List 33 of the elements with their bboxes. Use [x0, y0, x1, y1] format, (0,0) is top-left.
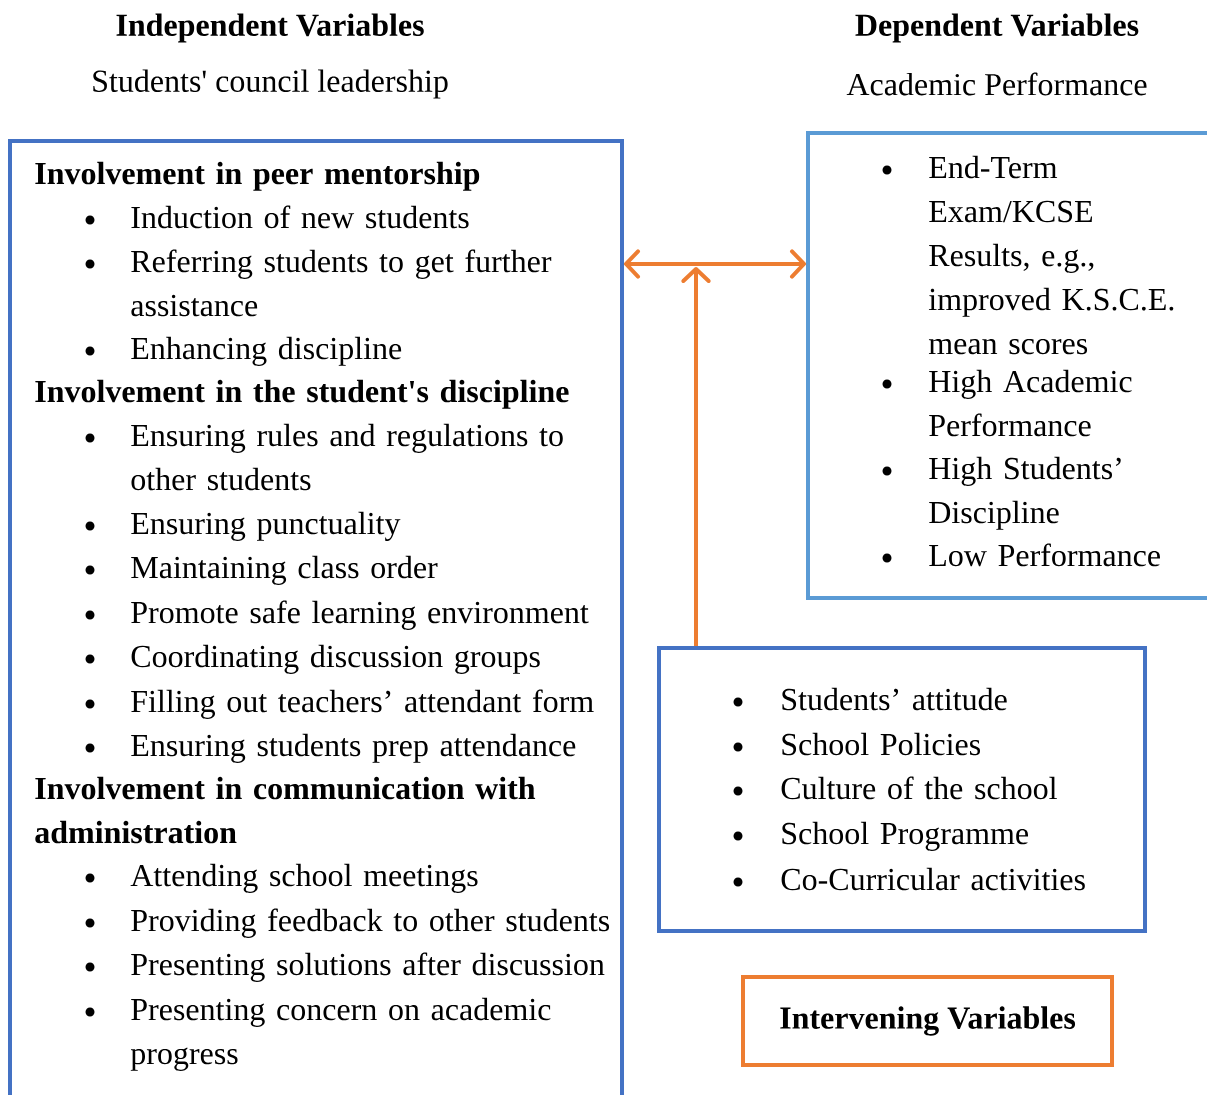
- bullet-item: High Academic Performance: [882, 369, 1132, 437]
- bullet-item: Ensuring rules and regulations to other students: [85, 423, 563, 491]
- bullet-item: Filling out teachers’ attendant form: [85, 689, 594, 719]
- column-heading: Independent Variables: [116, 13, 424, 43]
- bullet-item: Ensuring students prep attendance: [85, 733, 576, 763]
- section-heading: Involvement in peer mentorship: [35, 161, 480, 191]
- bullet-item: School Policies: [733, 732, 980, 756]
- bullet-item: Low Performance: [882, 543, 1160, 567]
- bullet-item: Presenting concern on academic progress: [85, 997, 551, 1071]
- arrow: [624, 249, 806, 279]
- bullet-item: Ensuring punctuality: [85, 511, 401, 541]
- bullet-item: Co-Curricular activities: [733, 867, 1085, 891]
- bullet-item: Induction of new students: [85, 205, 469, 229]
- bullet-item: School Programme: [733, 821, 1028, 851]
- bullet-item: End-Term Exam/KCSE Results, e.g., improved K.S.C.E. mean scores: [882, 155, 1174, 355]
- label-box: Intervening Variables: [741, 975, 1114, 1067]
- section-heading: Involvement in communication with administration: [35, 776, 536, 844]
- bullet-item: Attending school meetings: [85, 863, 478, 893]
- column-subheading: Academic Performance: [846, 72, 1147, 96]
- bullet-item: Coordinating discussion groups: [85, 644, 540, 674]
- bullet-item: High Students’ Discipline: [882, 456, 1121, 530]
- bullet-item: Providing feedback to other students: [85, 908, 610, 938]
- bullet-item: Promote safe learning environment: [85, 600, 589, 630]
- column-subheading: Students' council leadership: [93, 69, 448, 99]
- bullet-item: Presenting solutions after discussion: [85, 952, 605, 982]
- column-heading: Dependent Variables: [855, 13, 1139, 43]
- bullet-item: Maintaining class order: [85, 555, 438, 585]
- bullet-item: Enhancing discipline: [85, 336, 402, 366]
- section-heading: Involvement in the student's discipline: [35, 379, 569, 409]
- bullet-item: Culture of the school: [733, 776, 1057, 800]
- bullet-item: Students’ attitude: [733, 687, 1007, 711]
- bullet-item: Referring students to get further assistance: [85, 249, 552, 317]
- arrow: [681, 267, 711, 646]
